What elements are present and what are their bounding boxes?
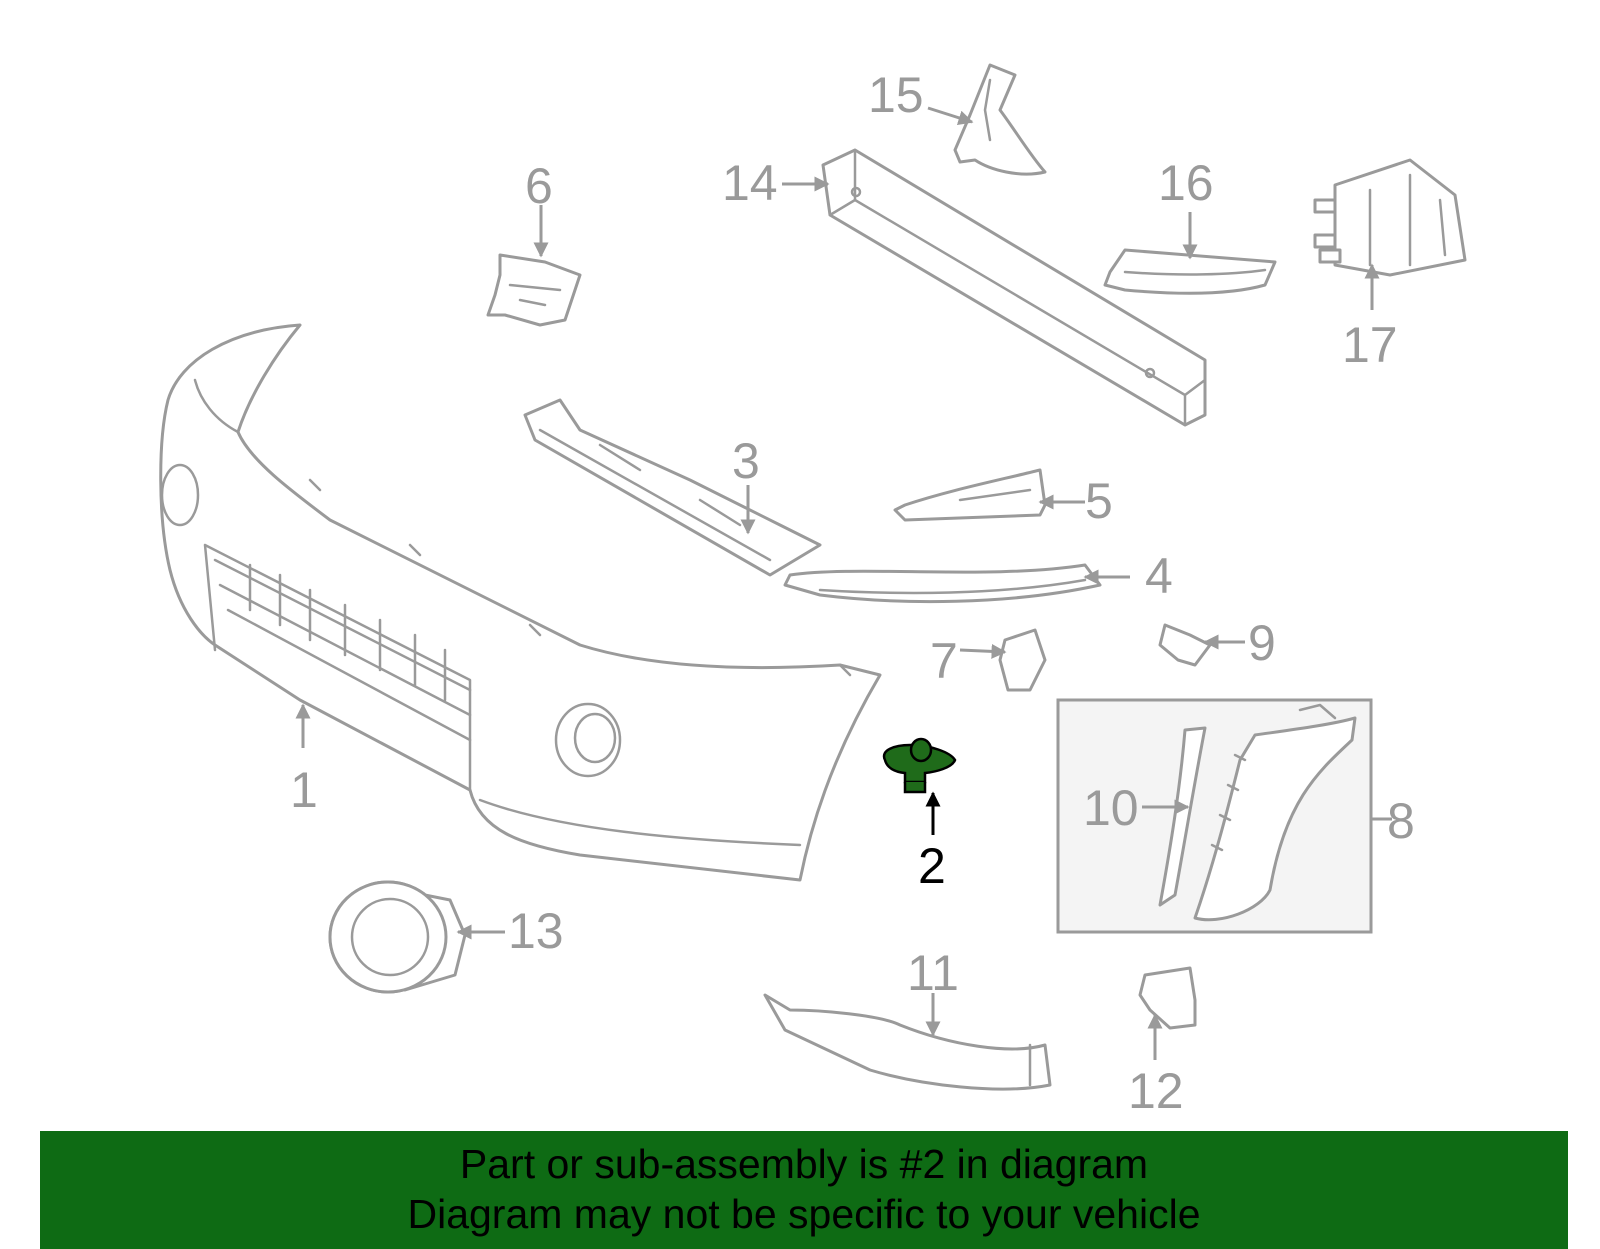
part-12-bracket[interactable] <box>1138 966 1197 1030</box>
callout-1: 1 <box>290 762 318 818</box>
part-9-clip[interactable] <box>1158 623 1212 667</box>
callout-13: 13 <box>508 903 564 959</box>
callout-12: 12 <box>1128 1063 1184 1119</box>
callout-3: 3 <box>732 433 760 489</box>
callout-9: 9 <box>1248 615 1276 671</box>
callout-11: 11 <box>907 945 959 1001</box>
callout-17: 17 <box>1342 317 1398 373</box>
part-3-upper-retainer[interactable] <box>523 398 822 577</box>
callout-2-highlighted: 2 <box>918 838 946 894</box>
banner-line-2: Diagram may not be specific to your vehi… <box>407 1191 1201 1237</box>
part-11-lower-extension[interactable] <box>763 993 1052 1091</box>
part-16-bracket[interactable] <box>1103 248 1277 295</box>
part-8-extension-assembly[interactable] <box>1056 698 1373 934</box>
info-banner: Part or sub-assembly is #2 in diagram Di… <box>40 1131 1568 1249</box>
callout-14: 14 <box>722 155 778 211</box>
callout-16: 16 <box>1158 155 1214 211</box>
callout-10: 10 <box>1083 780 1139 836</box>
part-4-lower-retainer[interactable] <box>783 563 1102 604</box>
part-1-bumper-cover[interactable] <box>159 323 882 882</box>
banner-line-1: Part or sub-assembly is #2 in diagram <box>459 1141 1149 1187</box>
part-17-energy-absorber[interactable] <box>1313 158 1467 277</box>
part-7-bracket[interactable] <box>998 628 1047 692</box>
callout-6: 6 <box>525 158 553 214</box>
callout-5: 5 <box>1085 473 1113 529</box>
part-14-reinforcement-beam[interactable] <box>821 148 1207 427</box>
part-6-bracket[interactable] <box>486 253 582 327</box>
part-15-bracket[interactable] <box>953 63 1047 176</box>
leader-arrows <box>295 106 1392 1060</box>
part-13-fog-lamp-housing[interactable] <box>328 880 467 994</box>
callout-7: 7 <box>930 633 958 689</box>
part-2-clip[interactable] <box>882 737 957 794</box>
callout-8: 8 <box>1387 793 1415 849</box>
callout-4: 4 <box>1145 548 1173 604</box>
part-10-extension-strip[interactable] <box>1158 726 1207 907</box>
callout-labels: 1 2 3 4 5 6 7 8 9 10 11 12 13 14 15 16 1… <box>290 67 1415 1119</box>
part-5-bracket[interactable] <box>893 468 1047 522</box>
callout-15: 15 <box>868 67 924 123</box>
